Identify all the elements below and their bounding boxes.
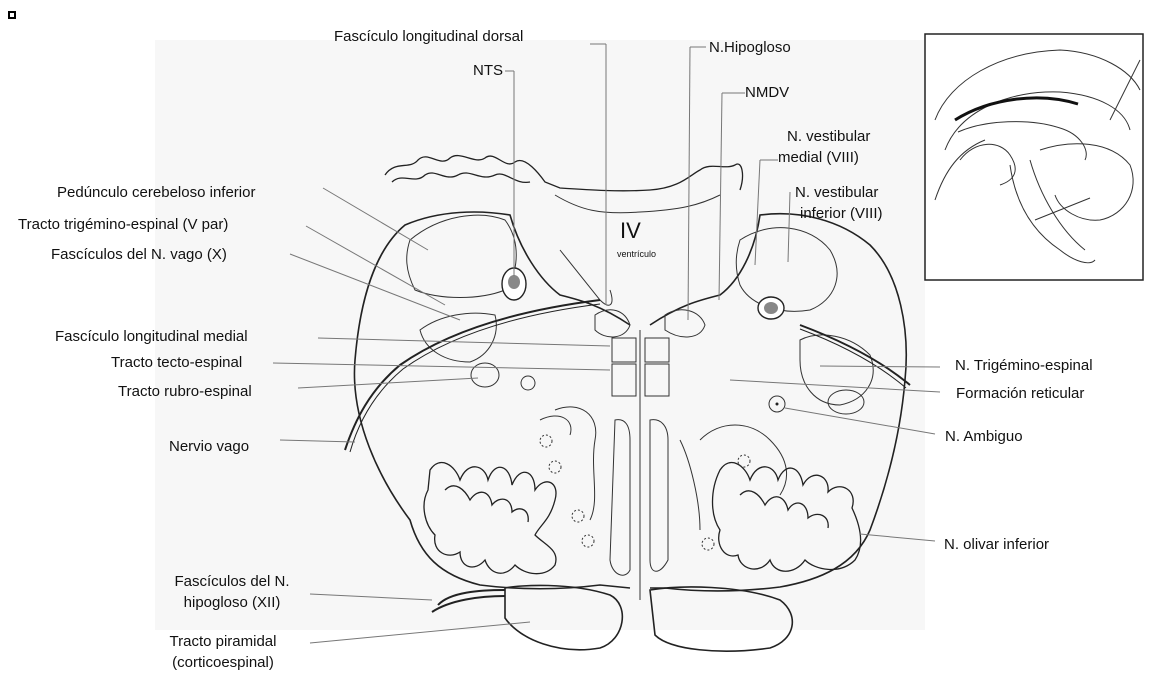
label-tracto-piramidal-2: (corticoespinal) [148, 654, 298, 672]
label-fasciculo-longitudinal-medial: Fascículo longitudinal medial [55, 328, 248, 346]
label-tracto-rubro-espinal: Tracto rubro-espinal [118, 383, 252, 401]
label-ventriculo: ventrículo [617, 249, 656, 259]
label-n-hipogloso: N.Hipogloso [709, 39, 791, 57]
label-nervio-vago: Nervio vago [169, 438, 249, 456]
label-fasciculos-hipogloso-2: hipogloso (XII) [154, 594, 310, 612]
label-fasciculos-vago: Fascículos del N. vago (X) [51, 246, 227, 264]
label-n-ambiguo: N. Ambiguo [945, 428, 1023, 446]
label-n-vestibular-medial-1: N. vestibular [787, 128, 870, 146]
label-fasciculo-longitudinal-dorsal: Fascículo longitudinal dorsal [334, 28, 523, 46]
label-n-vestibular-inferior-2: inferior (VIII) [800, 205, 883, 223]
label-formacion-reticular: Formación reticular [956, 385, 1084, 403]
label-tracto-piramidal-1: Tracto piramidal [148, 633, 298, 651]
label-tracto-tecto-espinal: Tracto tecto-espinal [111, 354, 242, 372]
label-n-trigemino-espinal: N. Trigémino-espinal [955, 357, 1093, 375]
label-n-vestibular-medial-2: medial (VIII) [778, 149, 859, 167]
label-fasciculos-hipogloso-1: Fascículos del N. [154, 573, 310, 591]
label-nmdv: NMDV [745, 84, 789, 102]
label-iv: IV [620, 219, 641, 243]
label-n-olivar-inferior: N. olivar inferior [944, 536, 1049, 554]
label-nts: NTS [473, 62, 503, 80]
label-n-vestibular-inferior-1: N. vestibular [795, 184, 878, 202]
inset-brain-figure [925, 34, 1143, 280]
label-pedunculo-cerebeloso: Pedúnculo cerebeloso inferior [57, 184, 255, 202]
label-tracto-trigemino-espinal: Tracto trigémino-espinal (V par) [18, 216, 228, 234]
